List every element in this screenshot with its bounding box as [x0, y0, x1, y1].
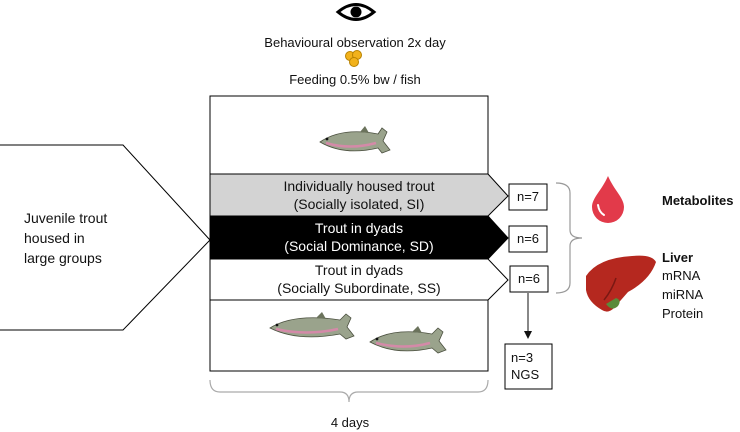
group-sd-line-1: Trout in dyads: [314, 220, 404, 236]
blood-drop-icon: [592, 176, 624, 223]
liver-label: Liver: [662, 250, 694, 265]
n-label-si: n=7: [516, 189, 540, 204]
eye-icon: [335, 3, 377, 21]
ngs-box: [504, 343, 553, 390]
ngs-label: n=3 NGS: [511, 349, 539, 383]
source-line-3: large groups: [24, 250, 102, 266]
trout-fish-left: [269, 312, 355, 340]
n-label-sd: n=6: [516, 231, 540, 246]
group-arrow-ss: [209, 258, 509, 301]
source-line-2: housed in: [24, 230, 85, 246]
n-label-ss: n=6: [517, 271, 541, 286]
n-box-sd: [508, 225, 548, 253]
source-line-1: Juvenile trout: [24, 210, 108, 226]
group-arrow-si: [209, 173, 509, 217]
ngs-line-2: NGS: [511, 367, 540, 382]
feeding-label: Feeding 0.5% bw / fish: [289, 72, 421, 87]
duration-label: 4 days: [330, 415, 370, 430]
group-label-ss: Trout in dyads (Socially Subordinate, SS…: [210, 261, 508, 297]
observation-label: Behavioural observation 2x day: [264, 35, 446, 50]
liver-mirna-label: miRNA: [662, 287, 704, 302]
n-box-si: [508, 183, 548, 211]
source-group-label: Juvenile trout housed in large groups: [24, 208, 107, 268]
group-si-line-1: Individually housed trout: [283, 178, 435, 194]
ngs-line-1: n=3: [511, 350, 534, 365]
trout-fish-top: [319, 126, 391, 154]
group-arrow-sd: [209, 215, 509, 260]
group-ss-line-2: (Socially Subordinate, SS): [277, 280, 441, 296]
liver-icon: [586, 255, 656, 312]
trout-fish-right: [369, 326, 447, 354]
group-sd-line-2: (Social Dominance, SD): [284, 238, 434, 254]
liver-mrna-label: mRNA: [662, 268, 701, 283]
n-box-ss: [509, 265, 549, 293]
duration-brace: [209, 379, 489, 403]
group-ss-line-1: Trout in dyads: [314, 262, 404, 278]
liver-protein-label: Protein: [662, 306, 704, 321]
group-label-sd: Trout in dyads (Social Dominance, SD): [210, 219, 508, 255]
group-label-si: Individually housed trout (Socially isol…: [210, 177, 508, 213]
food-pellets-icon: [345, 50, 362, 67]
metabolites-label: Metabolites: [662, 193, 734, 208]
groups-brace: [555, 182, 583, 294]
group-si-line-2: (Socially isolated, SI): [293, 196, 425, 212]
